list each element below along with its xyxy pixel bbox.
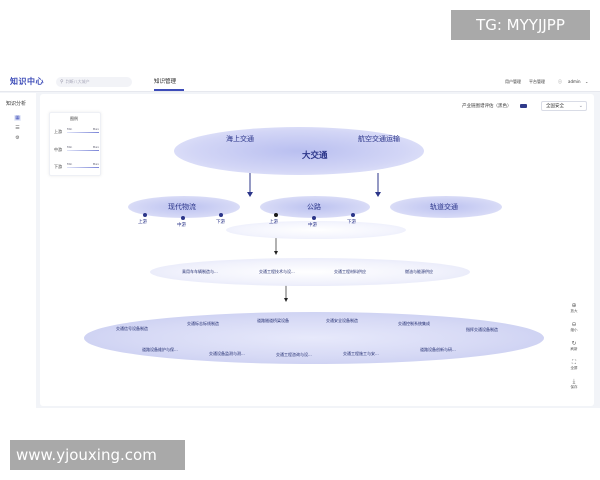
level3-item-3[interactable]: 交通工程材料供应 [334,269,366,274]
tab-knowledge-management[interactable]: 知识管理 [154,79,177,85]
save-label: 保存 [570,385,578,389]
chevron-down-icon[interactable]: ⌄ [585,79,589,84]
legend-max: Max [92,145,99,149]
logistics-upstream-label: 上游 [138,220,147,225]
legend-min: Min [67,127,73,131]
watermark-url: www.yjouxing.com [10,440,185,470]
node-root-right-label: 航空交通运输 [358,135,400,143]
graph-icon[interactable]: ▦ [14,115,21,121]
fullscreen-icon: ⛶ [571,359,577,366]
top-bar: 知识中心 ⚲判断八大城产 知识管理 用户管理 平台管理 ⓘ admin ⌄ [0,72,600,92]
level4-item-2[interactable]: 交通标志标线制造 [187,321,219,326]
highway-upstream-label: 上游 [269,220,278,225]
level3-item-2[interactable]: 交通工程技术与设... [259,269,295,274]
legend-scale-upstream: Min Max [67,127,99,133]
settings-icon[interactable]: ⚙ [15,135,20,141]
active-tab-indicator [154,89,184,91]
legend-max: Max [92,162,99,166]
region-select[interactable]: 全国安全 ⌄ [541,101,587,111]
legend-title: 图例 [70,116,78,121]
zoom-in-button[interactable]: ⊕放大 [568,302,580,314]
legend-scale-midstream: Min Max [67,145,99,151]
dot-highway-downstream[interactable] [351,213,355,217]
level4-item-7[interactable]: 道路设备维护与保... [142,347,178,352]
level3-item-1[interactable]: 乘用车车辆制造与... [182,269,218,274]
legend-label-upstream: 上游 [54,129,62,134]
level4-item-9[interactable]: 交通工程咨询与设... [276,352,312,357]
filter-toggle[interactable] [520,104,527,108]
level4-item-11[interactable]: 道路设备创新与研... [420,347,456,352]
sidebar: 知识分析 ▦ ☰ ⚙ [0,93,36,408]
node-level4-group[interactable] [84,312,544,364]
search-input[interactable]: ⚲判断八大城产 [56,77,132,87]
refresh-label: 刷新 [570,347,578,351]
node-rail-transit-title: 轨道交通 [430,203,458,211]
legend-label-midstream: 中游 [54,147,62,152]
save-button[interactable]: ⤓保存 [568,378,580,390]
node-highway-upstream-expanded[interactable] [226,221,406,239]
logistics-midstream-label: 中游 [177,223,186,228]
level4-item-5[interactable]: 交通控制系统集成 [398,321,430,326]
zoom-in-label: 放大 [570,309,578,313]
node-highway[interactable] [260,196,370,218]
legend-min: Min [67,162,73,166]
refresh-button[interactable]: ↻刷新 [568,340,580,352]
node-modern-logistics[interactable] [128,196,240,218]
legend-min: Min [67,145,73,149]
zoom-out-label: 缩小 [570,328,578,332]
level4-item-3[interactable]: 道路隧道桥梁设备 [257,318,289,323]
refresh-icon: ↻ [571,340,577,347]
user-name[interactable]: admin [568,79,581,84]
zoom-toolbar: ⊕放大 ⊖缩小 ↻刷新 ⛶全屏 ⤓保存 [568,302,580,398]
dot-logistics-downstream[interactable] [219,213,223,217]
chevron-down-icon: ⌄ [578,103,583,109]
dot-logistics-upstream[interactable] [143,213,147,217]
nav-platform-management[interactable]: 平台管理 [529,79,545,84]
node-rail-transit[interactable] [390,196,502,218]
highway-midstream-label: 中游 [308,223,317,228]
highway-downstream-label: 下游 [347,220,356,225]
zoom-out-icon: ⊖ [571,321,577,328]
level4-item-8[interactable]: 交通设备监测与测... [209,351,245,356]
level4-item-1[interactable]: 交通信号设备制造 [116,326,148,331]
legend-label-downstream: 下游 [54,164,62,169]
list-icon[interactable]: ☰ [15,125,20,131]
nav-user-management[interactable]: 用户管理 [505,79,521,84]
node-highway-title: 公路 [307,203,321,211]
dot-highway-upstream[interactable] [274,213,278,217]
logistics-downstream-label: 下游 [216,220,225,225]
watermark-telegram: TG: MYYJJPP [451,10,590,40]
region-select-value: 全国安全 [546,104,564,109]
zoom-out-button[interactable]: ⊖缩小 [568,321,580,333]
filter-label: 产业链图谱评估（黑色） [462,104,512,109]
download-icon: ⤓ [572,378,576,385]
search-icon: ⚲ [60,79,64,85]
legend-scale-downstream: Min Max [67,162,99,168]
node-root[interactable] [174,127,424,175]
node-level3-group[interactable] [150,258,470,286]
dot-logistics-midstream[interactable] [181,216,185,220]
fullscreen-button[interactable]: ⛶全屏 [568,359,580,371]
node-root-title: 大交通 [302,151,328,161]
app-logo: 知识中心 [10,77,44,86]
zoom-in-icon: ⊕ [571,302,577,309]
level3-item-4[interactable]: 燃油与能源供应 [405,269,433,274]
node-root-left-label: 海上交通 [226,135,254,143]
level4-item-10[interactable]: 交通工程施工与安... [343,351,379,356]
sidebar-title: 知识分析 [6,101,27,107]
dot-highway-midstream[interactable] [312,216,316,220]
level4-item-6[interactable]: 指挥交通设备制造 [466,327,498,332]
node-modern-logistics-title: 现代物流 [168,203,196,211]
level4-item-4[interactable]: 交通安全设备制造 [326,318,358,323]
search-placeholder: 判断八大城产 [65,79,90,84]
help-icon[interactable]: ⓘ [558,79,562,84]
fullscreen-label: 全屏 [570,366,578,370]
legend-max: Max [92,127,99,131]
